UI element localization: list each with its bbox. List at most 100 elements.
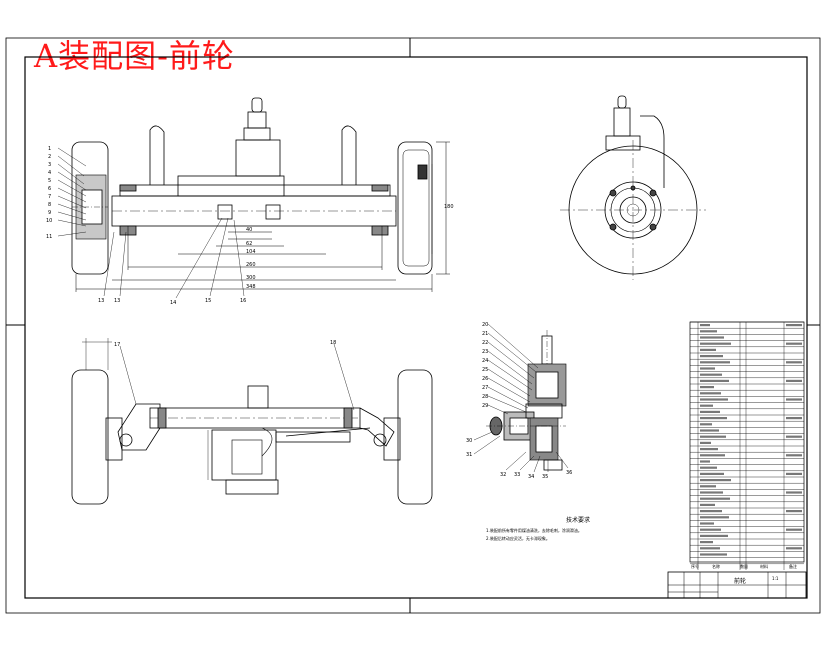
bom-table xyxy=(689,321,805,570)
bom-text-mark xyxy=(786,435,802,438)
bom-text-mark xyxy=(700,386,714,389)
notes-line-1: 1.装配前所有零件用煤油清洗，去除毛刺，涂润滑油。 xyxy=(486,527,582,533)
callout-11: 11 xyxy=(46,234,52,240)
bom-text-mark xyxy=(700,466,717,469)
callout-20: 20 xyxy=(482,322,488,328)
callout-15: 15 xyxy=(205,298,211,304)
callout-30: 30 xyxy=(466,438,472,444)
plan-view xyxy=(71,338,433,505)
bom-text-mark xyxy=(786,510,802,513)
callout-13b: 13 xyxy=(114,298,120,304)
bom-text-mark xyxy=(700,547,720,550)
callout-28: 28 xyxy=(482,394,488,400)
bom-text-mark xyxy=(700,336,724,339)
bom-text-mark xyxy=(700,423,712,426)
front-dimensions xyxy=(75,141,450,292)
bom-text-mark xyxy=(700,342,731,345)
section-detail xyxy=(486,330,567,471)
bom-rows xyxy=(690,321,804,564)
front-leaders xyxy=(57,147,245,299)
callout-18: 18 xyxy=(330,340,336,346)
callout-29: 29 xyxy=(482,403,488,409)
bom-text-mark xyxy=(700,448,718,451)
bom-header-name: 名称 xyxy=(712,563,720,569)
svg-text:62: 62 xyxy=(246,241,252,247)
callout-2: 2 xyxy=(48,154,51,160)
svg-text:180: 180 xyxy=(444,204,454,210)
bom-text-mark xyxy=(786,398,802,401)
bom-text-mark xyxy=(700,522,714,525)
bom-text-mark xyxy=(786,454,802,457)
callout-23: 23 xyxy=(482,349,488,355)
callout-3: 3 xyxy=(48,162,51,168)
bom-text-mark xyxy=(700,528,721,531)
callout-33: 33 xyxy=(514,472,520,478)
callout-6: 6 xyxy=(48,186,51,192)
bom-text-mark xyxy=(700,373,722,376)
title-block-ratio: 1:1 xyxy=(772,576,779,581)
front-view: 40 62 104 260 300 348 180 xyxy=(57,97,454,299)
bom-text-mark xyxy=(786,361,802,364)
callout-9: 9 xyxy=(48,210,51,216)
callout-31: 31 xyxy=(466,452,472,458)
bom-text-mark xyxy=(700,541,713,544)
bom-text-mark xyxy=(700,404,713,407)
bom-text-mark xyxy=(700,441,711,444)
callout-7: 7 xyxy=(48,194,51,200)
bom-text-mark xyxy=(700,460,710,463)
bom-text-mark xyxy=(786,472,802,475)
bom-text-mark xyxy=(786,342,802,345)
bom-text-mark xyxy=(786,379,802,382)
bom-text-mark xyxy=(700,534,728,537)
callout-35: 35 xyxy=(542,474,548,480)
bom-text-mark xyxy=(700,510,722,513)
callout-26: 26 xyxy=(482,376,488,382)
section-leaders xyxy=(473,323,569,473)
bom-text-mark xyxy=(700,503,715,506)
bom-text-mark xyxy=(700,355,723,358)
title-block-name: 前轮 xyxy=(734,577,746,585)
svg-text:300: 300 xyxy=(246,275,256,281)
callout-8: 8 xyxy=(48,202,51,208)
technical-notes: 技术要求 1.装配前所有零件用煤油清洗，去除毛刺，涂润滑油。 2.装配后转动应灵… xyxy=(486,516,590,541)
callout-1: 1 xyxy=(48,146,51,152)
bom-text-mark xyxy=(700,348,716,351)
bom-text-mark xyxy=(700,410,720,413)
bom-text-mark xyxy=(786,417,802,420)
bom-text-mark xyxy=(700,516,729,519)
section-callout-labels: 20 21 22 23 24 25 26 27 28 29 30 31 32 3… xyxy=(466,322,572,480)
bom-text-mark xyxy=(786,547,802,550)
side-view xyxy=(560,95,706,280)
svg-text:260: 260 xyxy=(246,262,256,268)
callout-22: 22 xyxy=(482,340,488,346)
bom-text-mark xyxy=(700,435,726,438)
callout-13a: 13 xyxy=(98,298,104,304)
bom-header-no: 序号 xyxy=(691,563,699,569)
bom-text-mark xyxy=(700,479,731,482)
callout-34: 34 xyxy=(528,474,534,480)
bom-text-mark xyxy=(700,367,715,370)
drawing-title: A装配图-前轮 xyxy=(34,37,235,75)
bom-text-mark xyxy=(786,528,802,531)
title-block xyxy=(667,571,807,599)
bom-text-mark xyxy=(700,553,727,556)
bom-text-mark xyxy=(700,485,716,488)
inner-border xyxy=(24,56,808,599)
callout-10: 10 xyxy=(46,218,52,224)
bom-fill xyxy=(700,324,802,556)
bom-text-mark xyxy=(700,472,724,475)
bom-header-material: 材料 xyxy=(760,563,768,569)
bom-header-row: 序号 名称 数量 材料 备注 xyxy=(691,563,797,569)
left-wheel xyxy=(71,141,109,275)
svg-text:104: 104 xyxy=(246,249,256,255)
zone-ticks xyxy=(6,38,820,613)
plan-callout-labels: 17 18 xyxy=(114,340,336,348)
bom-header-remark: 备注 xyxy=(789,563,797,569)
axle-beam xyxy=(111,97,397,236)
bom-text-mark xyxy=(700,324,710,327)
bom-text-mark xyxy=(700,497,730,500)
callout-14: 14 xyxy=(170,300,176,306)
bom-text-mark xyxy=(700,398,728,401)
bom-text-mark xyxy=(700,454,725,457)
